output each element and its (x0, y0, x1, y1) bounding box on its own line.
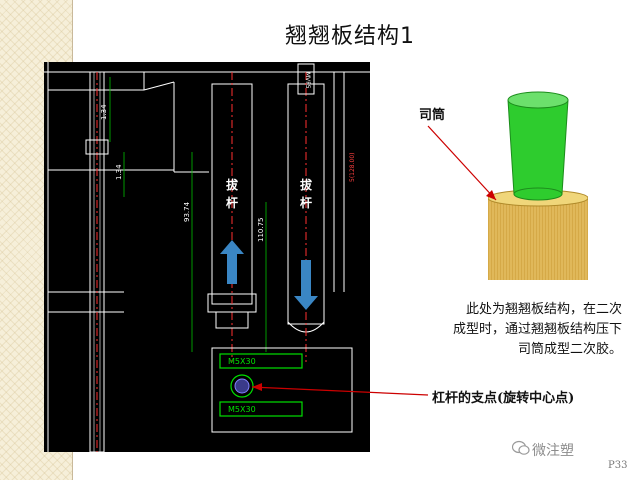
ejector-label-right-top: 拔 (300, 177, 313, 192)
dimension-label: 1.34 (100, 104, 108, 120)
ejector-label-right-bottom: 杆 (300, 195, 312, 210)
ejector-label-left-top: 拔 (226, 177, 239, 192)
vertical-dimension: 5(128.00) (349, 153, 356, 183)
arrow-up-icon (220, 240, 244, 284)
slide-title: 翘翘板结构1 (285, 24, 415, 49)
arrow-down-icon (294, 260, 318, 310)
screw-label: M5X30 (228, 357, 256, 366)
side-label: MVF5 (304, 72, 311, 89)
fulcrum-label: 杠杆的支点(旋转中心点) (432, 391, 575, 406)
sleeve-illustration-svg (487, 91, 589, 280)
screw-label: M5X30 (228, 405, 256, 414)
dimension-label: 110.75 (257, 218, 265, 243)
dimension-label: 1.34 (115, 164, 123, 180)
ejector-pin-right: MVF5 (287, 63, 325, 362)
ejector-arrows (220, 240, 318, 310)
lever-block: M5X30 M5X30 (211, 347, 353, 433)
left-core-pin (85, 71, 109, 452)
note-line: 成型时，通过翘翘板结构压下 (452, 322, 622, 337)
ejector-pin-left (207, 72, 257, 362)
fulcrum-pointer-arrowhead (252, 383, 262, 391)
ejector-label-left-bottom: 杆 (226, 195, 238, 210)
note-line: 此处为翘翘板结构，在二次 (465, 302, 622, 317)
dimension-lines (109, 77, 267, 352)
dimension-label: 93.74 (183, 201, 191, 222)
explanation-note: 此处为翘翘板结构，在二次 成型时，通过翘翘板结构压下 司筒成型二次胶。 (382, 300, 622, 360)
note-line: 司筒成型二次胶。 (517, 342, 622, 357)
watermark-text: 微注塑 (532, 443, 574, 459)
sleeve-pointer-arrowhead (486, 190, 496, 200)
page-number: P33 (608, 460, 628, 471)
fulcrum-pivot (230, 374, 254, 398)
sleeve-illustration (487, 88, 589, 280)
sleeve-label: 司筒 (419, 108, 446, 123)
pivot-pin (234, 378, 250, 394)
fulcrum-pointer-line (251, 386, 429, 396)
wechat-icon (512, 440, 530, 455)
sleeve-pointer-line (427, 125, 497, 201)
cad-drawing: 1.34 1.34 93.74 110.75 MVF5 5(128.00) 拔 … (44, 62, 370, 452)
cad-drawing-svg: 1.34 1.34 93.74 110.75 MVF5 5(128.00) 拔 … (44, 62, 370, 452)
